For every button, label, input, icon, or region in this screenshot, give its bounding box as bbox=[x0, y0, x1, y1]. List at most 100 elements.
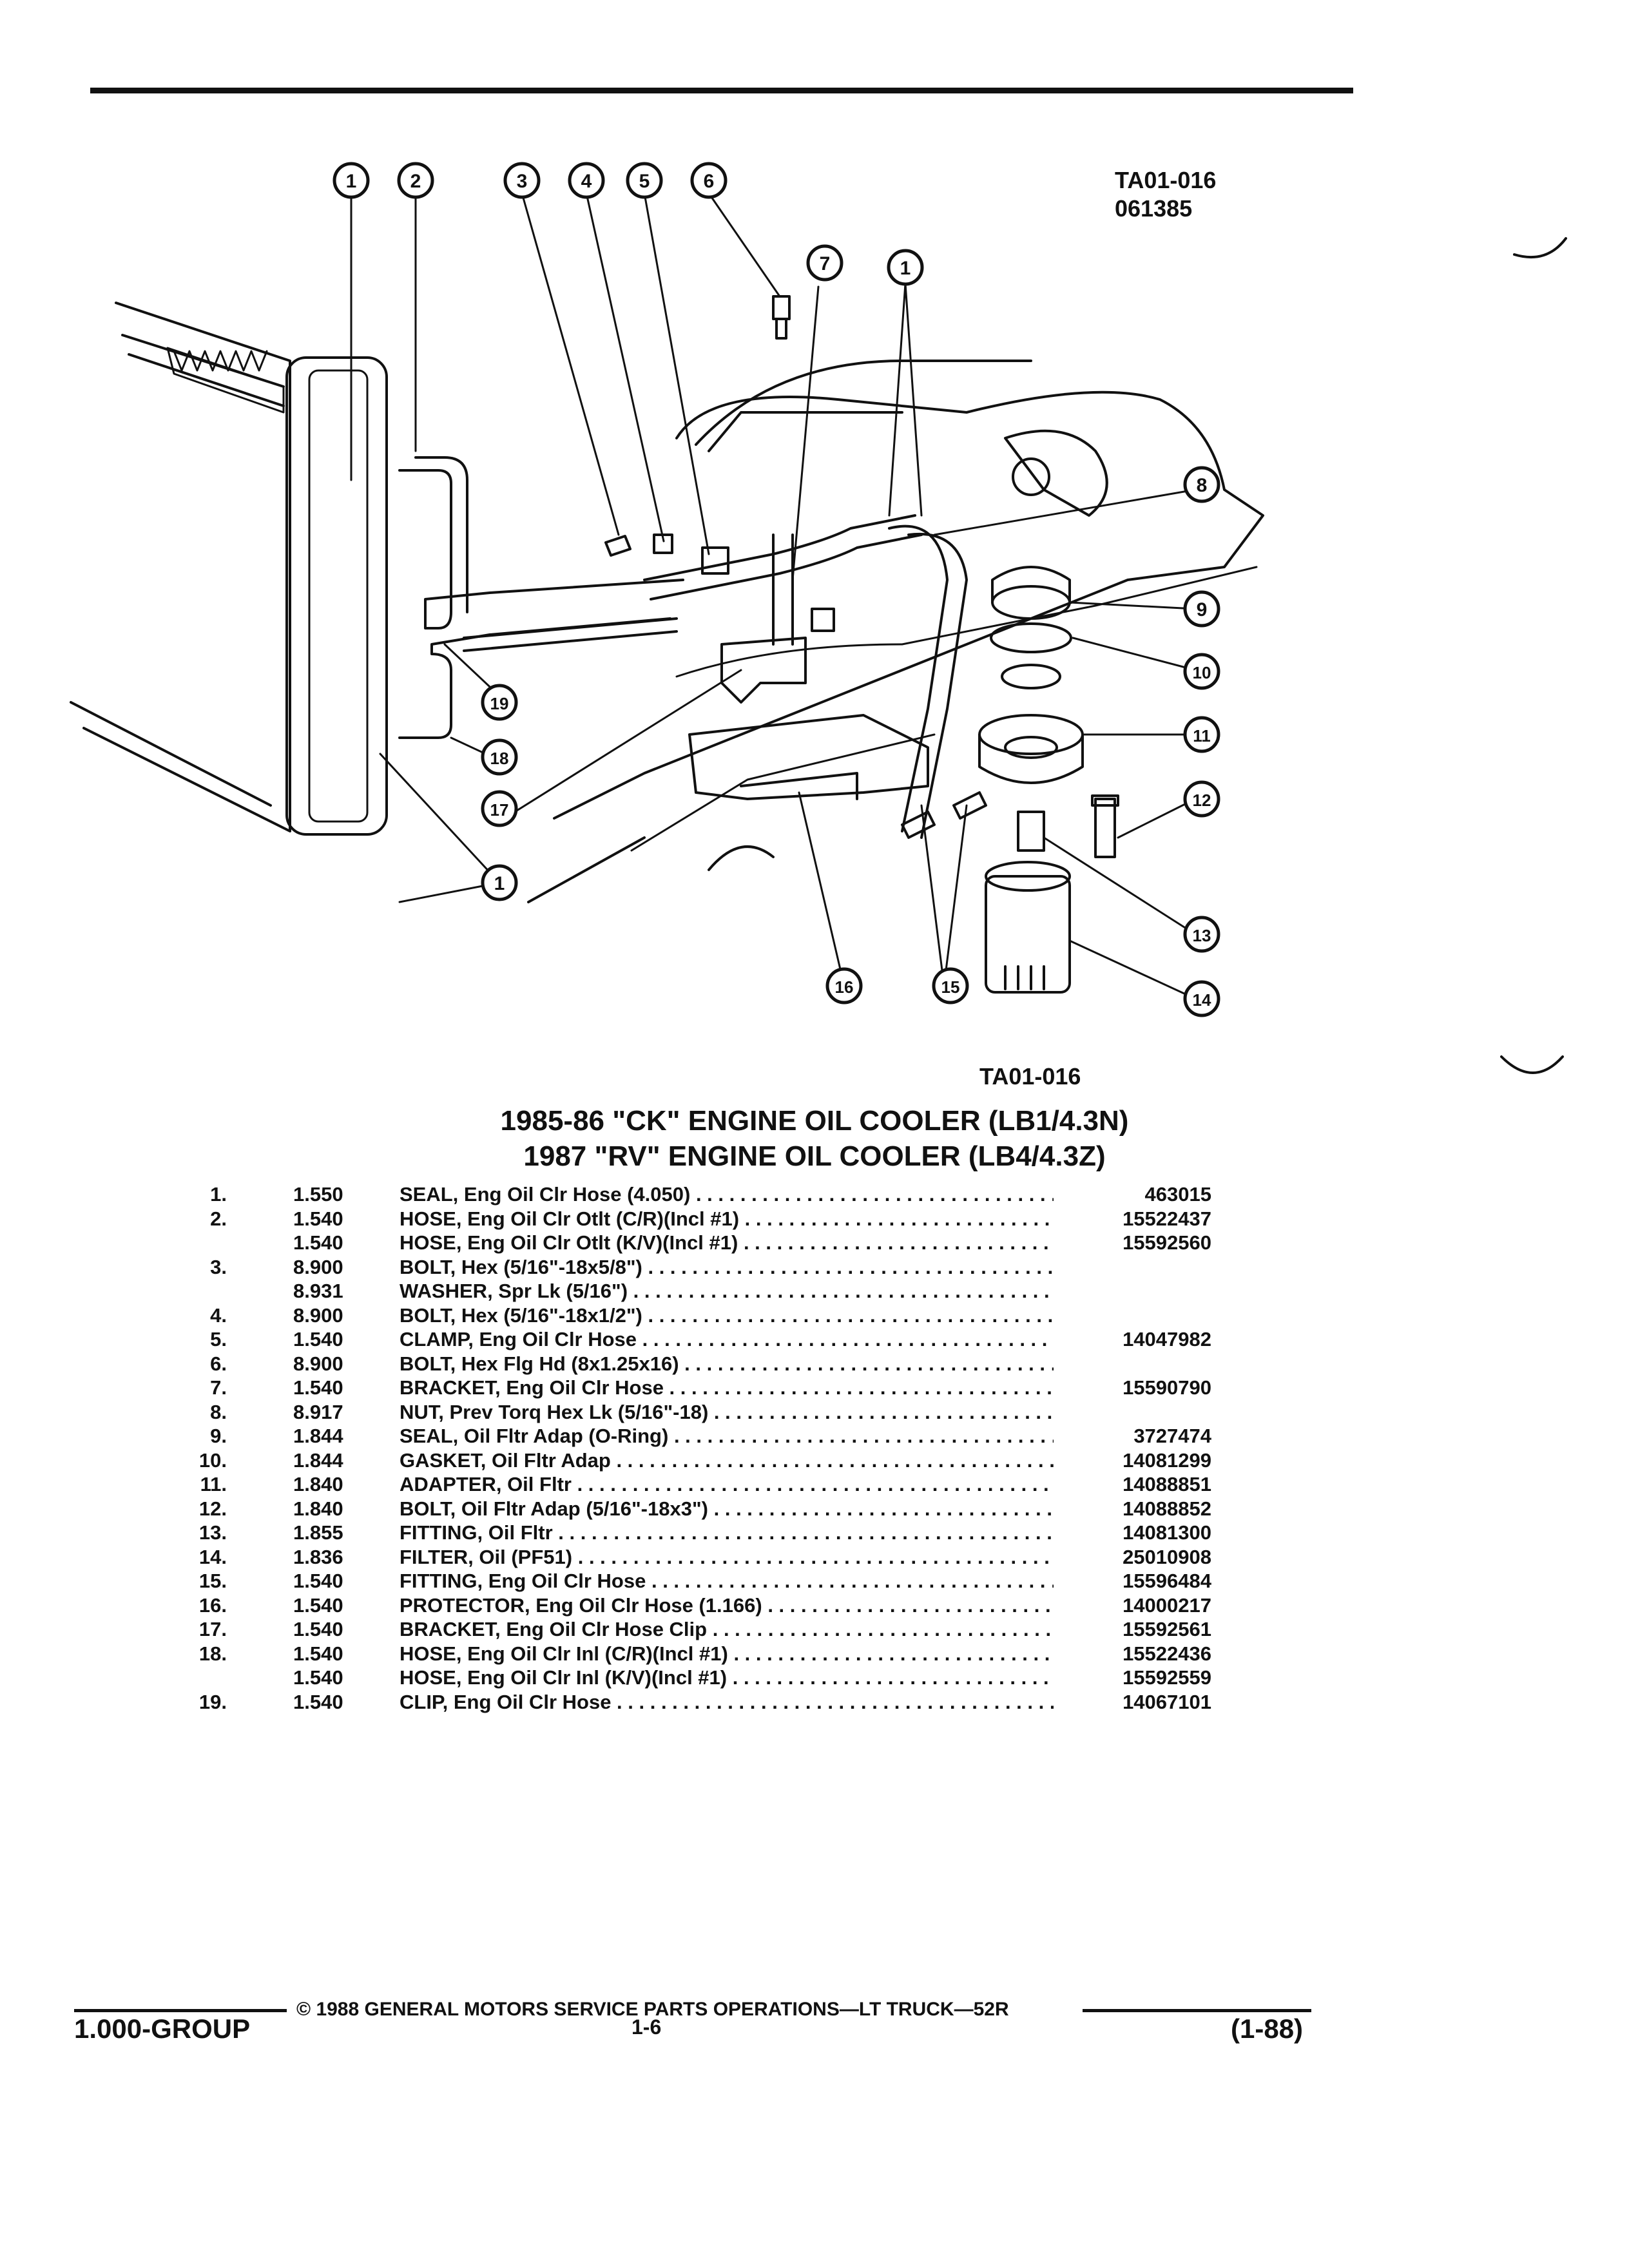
part-description: SEAL, Oil Fltr Adap (O-Ring) bbox=[400, 1424, 1054, 1448]
radiator-core bbox=[82, 302, 291, 832]
group-label: 1.000-GROUP bbox=[74, 2013, 251, 2044]
group-code: 1.844 bbox=[293, 1448, 343, 1472]
callout-5: 5 bbox=[639, 171, 650, 192]
callout-18: 18 bbox=[490, 749, 509, 768]
group-code: 8.900 bbox=[293, 1303, 343, 1327]
part-description: HOSE, Eng Oil Clr Inl (K/V)(Incl #1) bbox=[400, 1666, 1054, 1690]
group-code: 8.900 bbox=[293, 1352, 343, 1375]
clamp-5 bbox=[701, 546, 729, 575]
group-code: 1.540 bbox=[293, 1618, 343, 1640]
group-code: 8.931 bbox=[293, 1280, 343, 1302]
ref-code: TA01-016 bbox=[1115, 167, 1217, 193]
item-number: 1. bbox=[210, 1183, 227, 1206]
part-description: FITTING, Oil Fltr bbox=[400, 1521, 1054, 1545]
gasket-10 bbox=[990, 622, 1072, 653]
parts-list-row: 1.540 HOSE, Eng Oil Clr Inl (K/V)(Incl #1… bbox=[187, 1666, 1218, 1690]
adapter-11 bbox=[978, 733, 1084, 784]
bracket-17 bbox=[720, 637, 807, 704]
item-number: 3. bbox=[210, 1255, 227, 1278]
parts-list-row: 17. 1.540 BRACKET, Eng Oil Clr Hose Clip 15… bbox=[187, 1617, 1218, 1642]
part-description: BRACKET, Eng Oil Clr Hose Clip bbox=[400, 1617, 1054, 1642]
part-number: 15590790 bbox=[1123, 1376, 1211, 1399]
figure-reference: TA01-016 061385 bbox=[1115, 166, 1216, 223]
part-description: GASKET, Oil Fltr Adap bbox=[400, 1448, 1054, 1473]
callout-8: 8 bbox=[1197, 475, 1208, 496]
part-description: BRACKET, Eng Oil Clr Hose bbox=[400, 1376, 1054, 1400]
fittings-15 bbox=[901, 791, 987, 839]
item-number: 7. bbox=[210, 1376, 227, 1399]
page-number: 1-6 bbox=[631, 2015, 662, 2039]
part-description: CLIP, Eng Oil Clr Hose bbox=[400, 1690, 1054, 1715]
group-code: 1.540 bbox=[293, 1231, 343, 1254]
item-number: 9. bbox=[210, 1425, 227, 1447]
callout-7: 7 bbox=[820, 253, 831, 274]
callout-15: 15 bbox=[941, 977, 960, 997]
nut-8 bbox=[811, 608, 835, 632]
part-number: 14047982 bbox=[1123, 1328, 1211, 1350]
part-number: 15522437 bbox=[1123, 1207, 1211, 1230]
group-code: 1.540 bbox=[293, 1570, 343, 1592]
callout-13: 13 bbox=[1193, 926, 1211, 945]
group-code: 1.540 bbox=[293, 1666, 343, 1689]
part-number: 15592560 bbox=[1123, 1231, 1211, 1254]
part-description: BOLT, Oil Fltr Adap (5/16"-18x3") bbox=[400, 1497, 1054, 1521]
item-number: 18. bbox=[198, 1642, 227, 1665]
group-code: 1.840 bbox=[293, 1473, 343, 1495]
item-number: 17. bbox=[198, 1618, 227, 1640]
copyright: © 1988 GENERAL MOTORS SERVICE PARTS OPER… bbox=[296, 1999, 1009, 2020]
item-number: 6. bbox=[210, 1352, 227, 1375]
group-code: 1.844 bbox=[293, 1425, 343, 1447]
item-number: 11. bbox=[200, 1473, 227, 1495]
group-code: 1.540 bbox=[293, 1642, 343, 1665]
bolt-12 bbox=[1091, 794, 1119, 858]
group-code: 1.540 bbox=[293, 1328, 343, 1350]
item-number: 19. bbox=[198, 1690, 227, 1713]
item-number: 5. bbox=[210, 1328, 227, 1350]
callout-1a: 1 bbox=[346, 171, 357, 192]
part-number: 14088851 bbox=[1123, 1473, 1211, 1495]
parts-list-row: 18. 1.540 HOSE, Eng Oil Clr Inl (C/R)(Incl… bbox=[187, 1642, 1218, 1666]
page-title-line-1: 1985-86 "CK" ENGINE OIL COOLER (LB1/4.3N… bbox=[500, 1105, 1129, 1137]
group-code: 1.540 bbox=[293, 1690, 343, 1713]
outlet-hose bbox=[398, 469, 684, 629]
callout-6: 6 bbox=[704, 171, 715, 192]
footer-rule-right bbox=[1083, 2009, 1311, 2012]
fitting-13 bbox=[1017, 811, 1045, 852]
part-number: 15592561 bbox=[1123, 1618, 1211, 1640]
part-description: PROTECTOR, Eng Oil Clr Hose (1.166) bbox=[400, 1593, 1054, 1618]
group-code: 8.900 bbox=[293, 1255, 343, 1278]
item-number: 12. bbox=[198, 1497, 227, 1520]
footer-rule-left bbox=[74, 2009, 287, 2012]
inlet-hose bbox=[398, 617, 671, 739]
item-number: 8. bbox=[210, 1400, 227, 1423]
revision-date: (1-88) bbox=[1231, 2013, 1304, 2044]
item-number: 15. bbox=[198, 1570, 227, 1592]
part-description: WASHER, Spr Lk (5/16") bbox=[400, 1279, 1054, 1303]
protector-16 bbox=[688, 714, 929, 800]
callout-2: 2 bbox=[410, 171, 421, 192]
group-code: 8.917 bbox=[293, 1400, 343, 1423]
callout-9: 9 bbox=[1197, 599, 1208, 620]
part-description: HOSE, Eng Oil Clr Inl (C/R)(Incl #1) bbox=[400, 1642, 1054, 1666]
parts-list-row: 5. 1.540 CLAMP, Eng Oil Clr Hose 14047982 bbox=[187, 1327, 1218, 1352]
callout-4: 4 bbox=[581, 171, 592, 192]
part-description: BOLT, Hex (5/16"-18x5/8") bbox=[400, 1255, 1054, 1280]
page-title-line-2: 1987 "RV" ENGINE OIL COOLER (LB4/4.3Z) bbox=[523, 1140, 1106, 1172]
part-description: CLAMP, Eng Oil Clr Hose bbox=[400, 1327, 1054, 1352]
item-number: 14. bbox=[198, 1545, 227, 1568]
item-number: 2. bbox=[210, 1207, 227, 1230]
part-number: 14081299 bbox=[1123, 1448, 1211, 1472]
